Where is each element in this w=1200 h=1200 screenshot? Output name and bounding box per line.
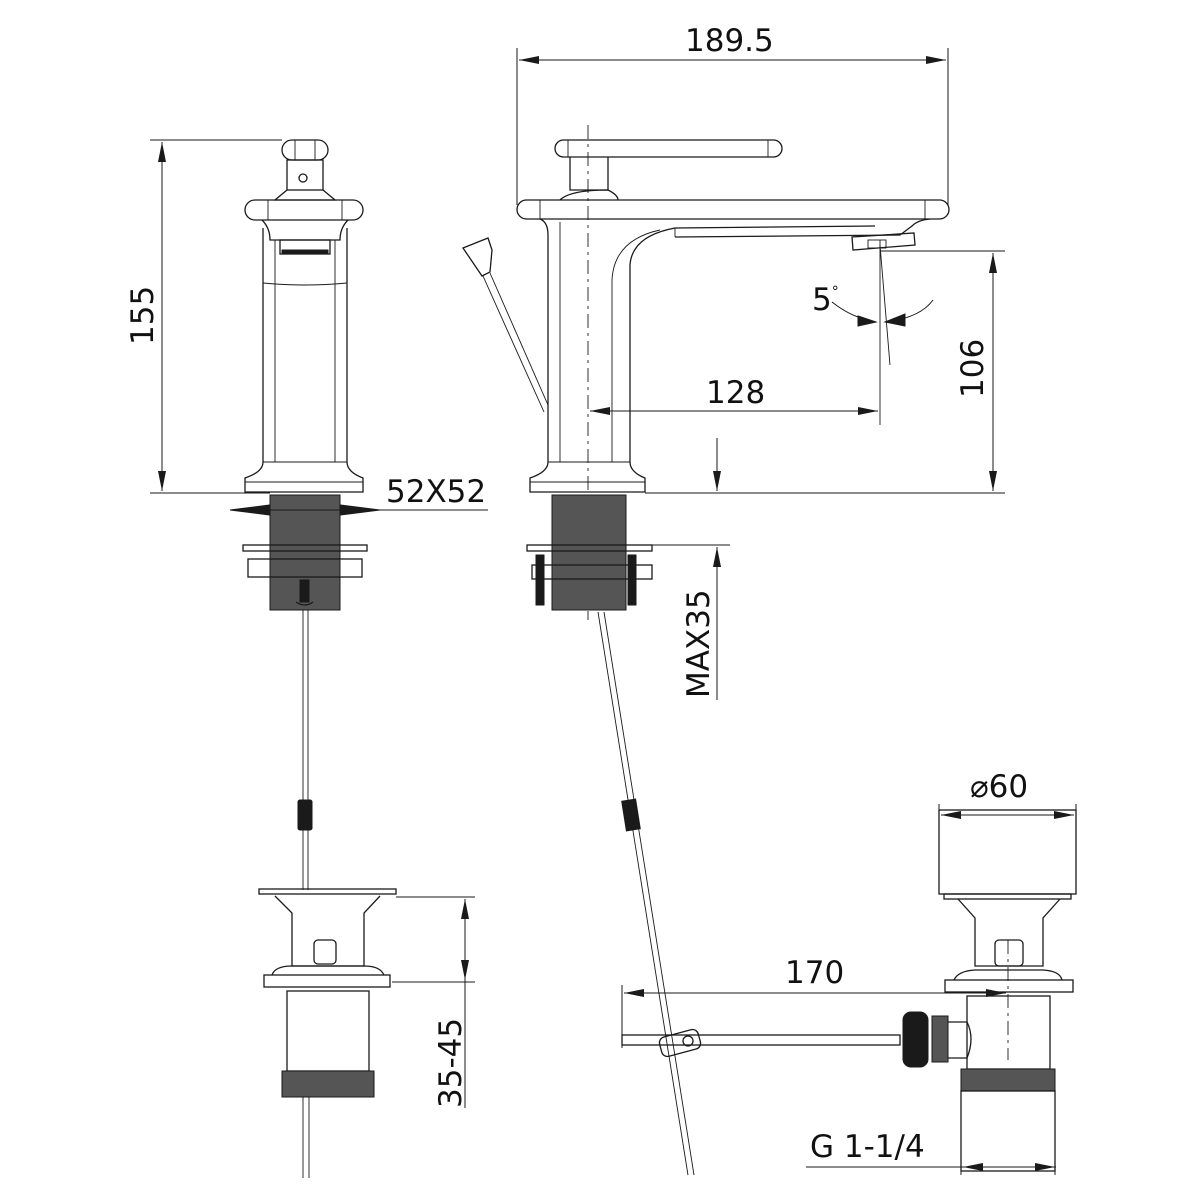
dim-overall-length: 189.5	[685, 23, 774, 59]
dim-max-deck-thickness: MAX35	[681, 589, 717, 698]
dim-overall-height: 155	[125, 285, 161, 345]
dim-rod-length: 170	[785, 955, 845, 991]
diameter-symbol-icon: ⌀	[970, 769, 989, 805]
waste-front-dimensions	[392, 896, 475, 1108]
side-view	[462, 125, 950, 1176]
dim-spout-angle: 5°	[812, 285, 839, 316]
waste-side-view	[621, 809, 1077, 1172]
dim-base-size: 52X52	[386, 474, 487, 510]
dim-spout-angle-value: 5	[812, 282, 832, 318]
dim-waste-flange-diameter-value: 60	[988, 769, 1029, 805]
front-dimensions	[150, 139, 488, 516]
side-dimensions	[516, 48, 1005, 700]
degree-symbol: °	[831, 284, 839, 300]
dim-waste-adjust-range: 35-45	[433, 1017, 469, 1108]
waste-side-dimensions	[621, 804, 1077, 1175]
dim-waste-thread: G 1-1/4	[810, 1129, 925, 1165]
front-view	[242, 139, 368, 890]
dim-spout-reach: 128	[706, 375, 766, 411]
dim-waste-flange-diameter: ⌀60	[970, 772, 1028, 803]
waste-front-view	[258, 888, 397, 1178]
dim-spout-height: 106	[955, 338, 991, 398]
